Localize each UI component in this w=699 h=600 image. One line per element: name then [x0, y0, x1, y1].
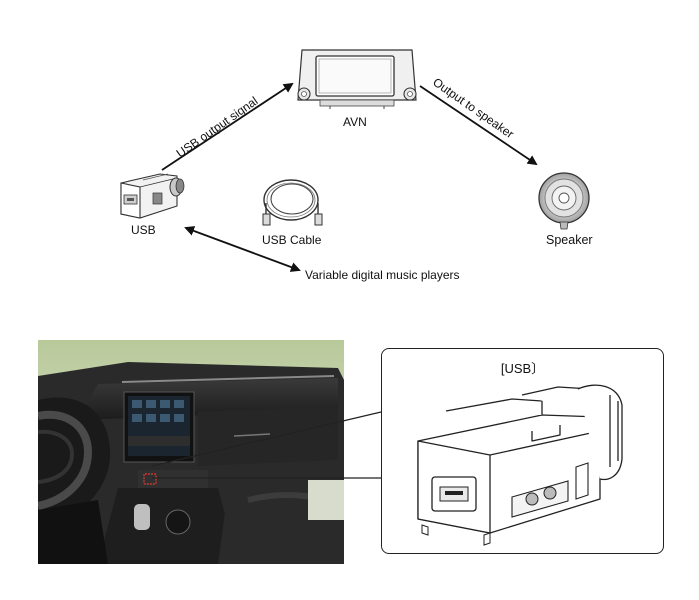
- variable-players-label: Variable digital music players: [305, 268, 460, 282]
- system-diagram: USB output signal Output to speaker: [120, 49, 590, 272]
- usb-module-detail: [417, 384, 623, 546]
- usb-to-avn-arrow: [161, 82, 294, 171]
- speaker-image: [538, 172, 590, 230]
- avn-label: AVN: [343, 115, 367, 129]
- output-to-speaker-label: Output to speaker: [430, 75, 516, 141]
- usb-cable-image: [262, 179, 323, 226]
- usb-players-arrow: [184, 226, 301, 272]
- avn-unit: [297, 49, 417, 109]
- dashboard-photo: [38, 340, 344, 564]
- avn-to-speaker-arrow: [419, 85, 538, 166]
- usb-module: [120, 173, 185, 219]
- usb-output-signal-label: USB output signal: [174, 94, 261, 161]
- usb-label: USB: [131, 223, 156, 237]
- usb-callout-box: [USB〕: [381, 348, 664, 554]
- speaker-label: Speaker: [546, 233, 593, 247]
- callout-title: [USB〕: [500, 361, 545, 376]
- usb-cable-label: USB Cable: [262, 233, 322, 247]
